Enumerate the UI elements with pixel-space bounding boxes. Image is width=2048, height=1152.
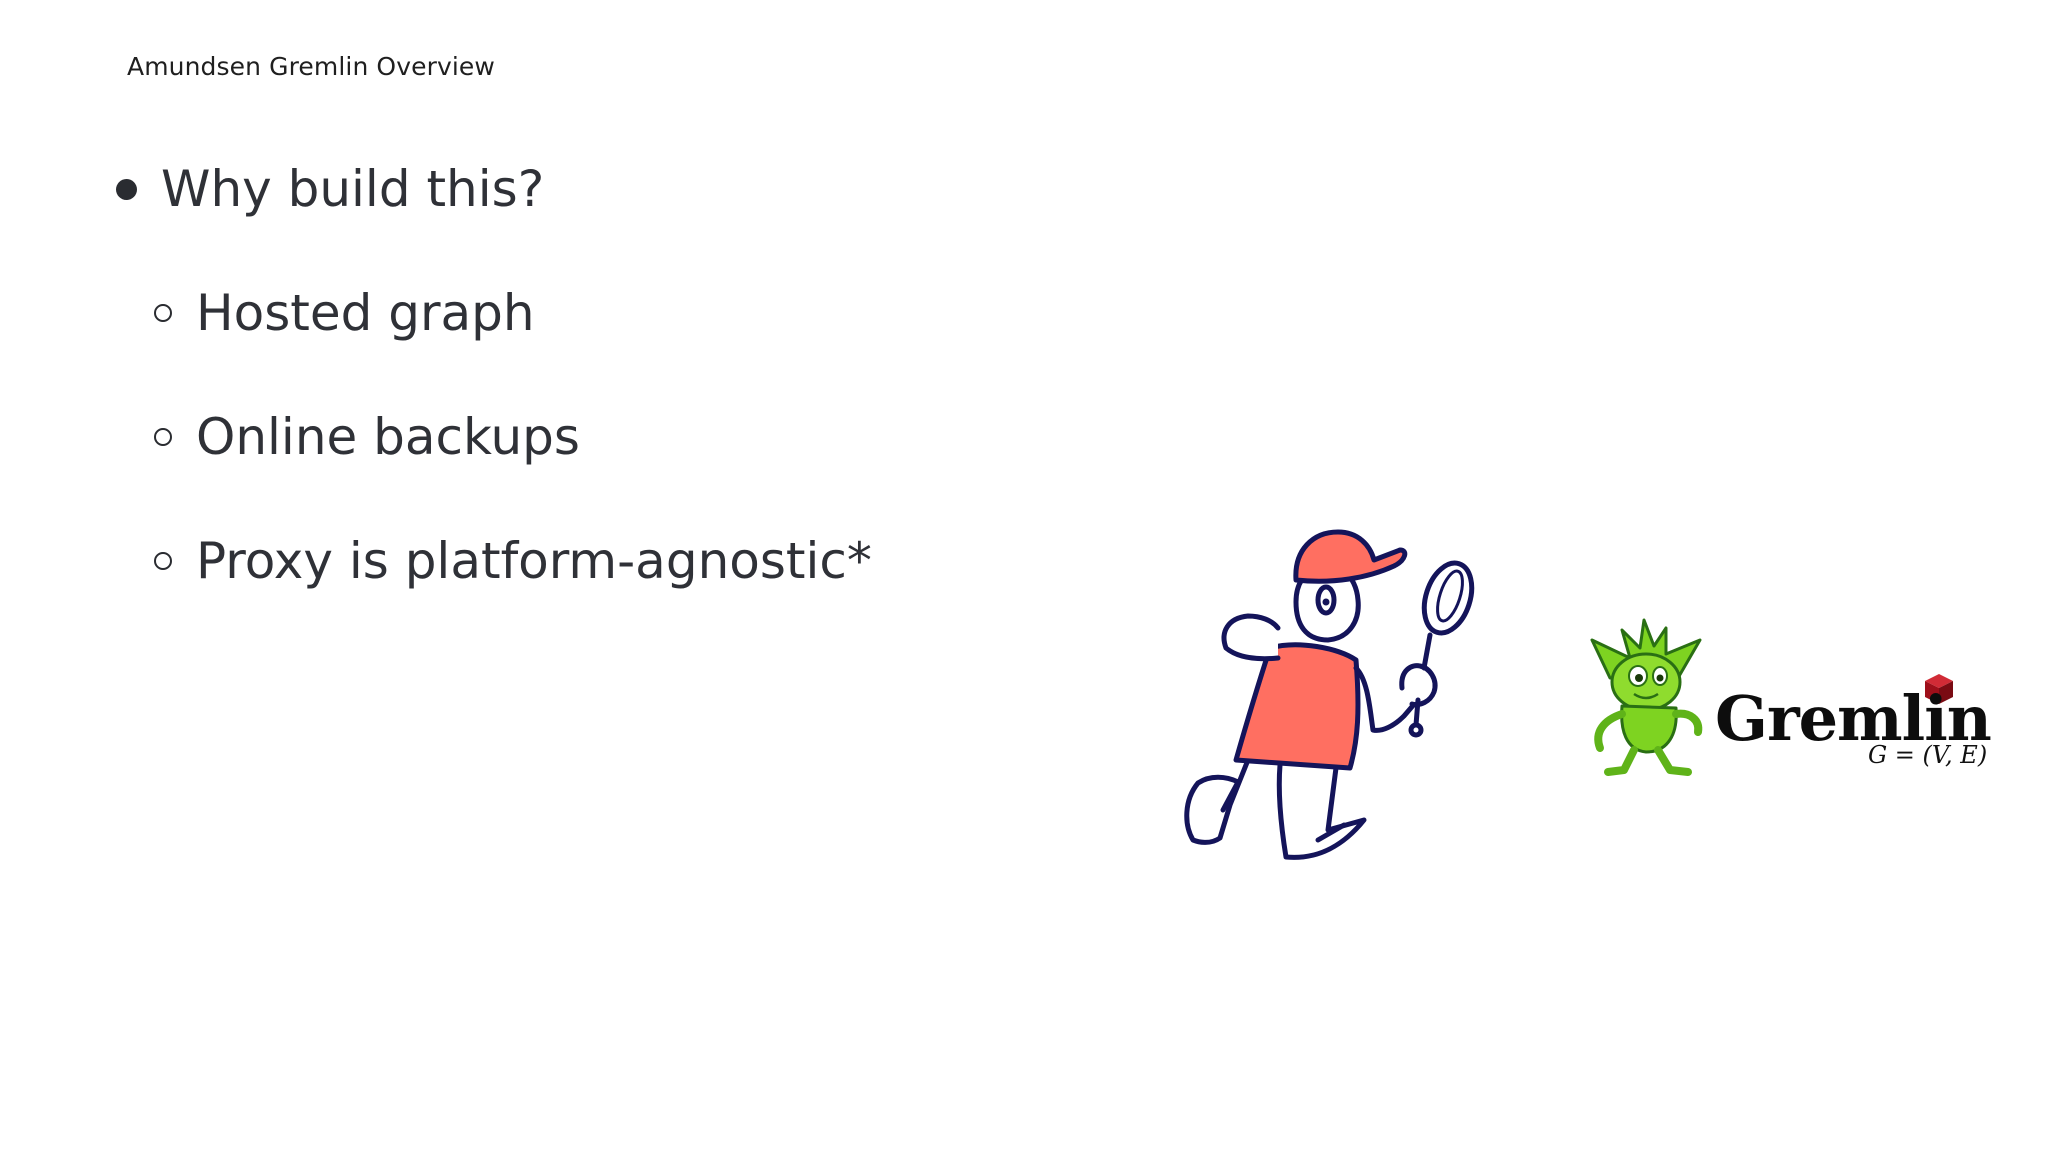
hollow-bullet-icon: [154, 304, 172, 322]
sub-bullet-proxy-agnostic: Proxy is platform-agnostic*: [154, 532, 872, 590]
gremlin-mascot-icon: [1590, 618, 1703, 776]
sub-bullet-text: Hosted graph: [196, 284, 535, 342]
explorer-illustration: [1184, 529, 1475, 860]
filled-bullet-icon: [116, 178, 137, 200]
red-cube-icon: [1925, 674, 1953, 704]
hollow-bullet-icon: [154, 552, 172, 570]
sub-bullet-hosted-graph: Hosted graph: [154, 284, 535, 342]
bullet-why-build: Why build this?: [116, 160, 544, 218]
deck-title: Amundsen Gremlin Overview: [127, 52, 495, 81]
sub-bullet-text: Online backups: [196, 408, 580, 466]
sub-bullet-text: Proxy is platform-agnostic*: [196, 532, 872, 590]
hollow-bullet-icon: [154, 428, 172, 446]
sub-bullet-online-backups: Online backups: [154, 408, 580, 466]
gremlin-logo: Gremlin G = (V, E): [1582, 610, 2002, 780]
gremlin-wordmark: Gremlin: [1715, 682, 1992, 755]
bullet-text: Why build this?: [161, 160, 545, 218]
gremlin-formula: G = (V, E): [1868, 741, 1988, 769]
